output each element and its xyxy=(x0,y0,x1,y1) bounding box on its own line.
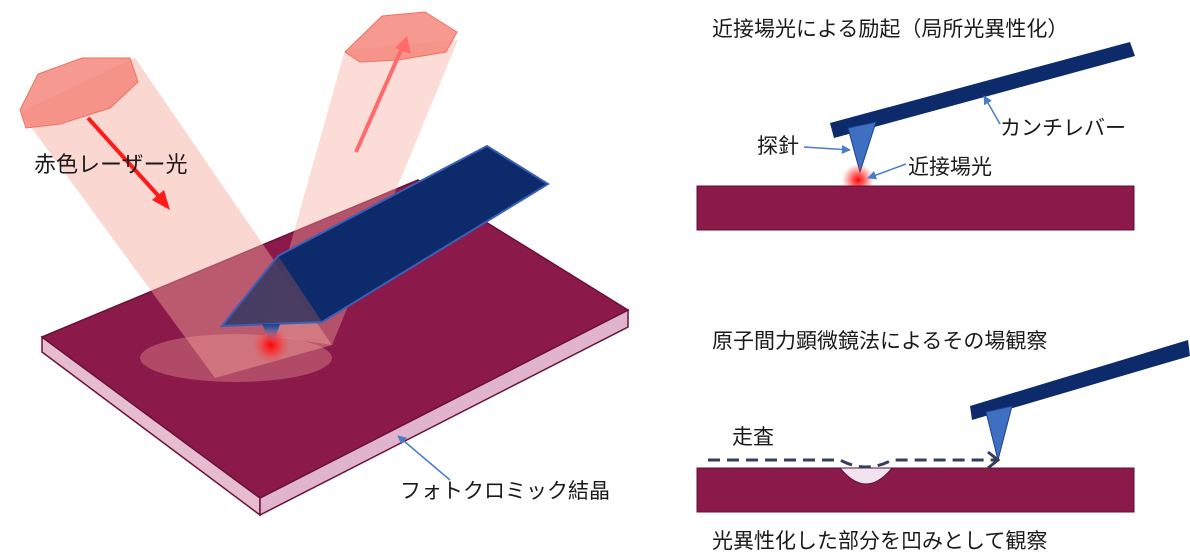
photochromic-crystal xyxy=(40,179,630,517)
probe-label: 探針 xyxy=(757,134,799,158)
probe-callout xyxy=(803,144,851,154)
near-field-label: 近接場光 xyxy=(908,155,992,179)
red-laser-label: 赤色レーザー光 xyxy=(34,153,188,178)
afm-cantilever xyxy=(970,340,1190,420)
crystal-label: フォトクロミック結晶 xyxy=(400,479,610,503)
left-3d-scene: 赤色レーザー光 フォトクロミック結晶 xyxy=(19,11,630,517)
excitation-title: 近接場光による励起（局所光異性化） xyxy=(712,17,1068,41)
sample-top xyxy=(696,185,1135,231)
near-field-callout xyxy=(867,163,907,180)
cantilever-callout xyxy=(983,95,1001,125)
observation-label: 光異性化した部分を凹みとして観察 xyxy=(712,529,1047,553)
beam-direction-arrows xyxy=(86,36,411,210)
cantilever-label: カンチレバー xyxy=(1000,116,1126,140)
crystal-callout-arrow xyxy=(397,435,451,481)
scan-path xyxy=(708,458,996,469)
isomerized-depression xyxy=(838,467,894,485)
excitation-panel: 近接場光による励起（局所光異性化） 探針 カンチレバー 近接場光 xyxy=(696,17,1135,231)
afm-sample xyxy=(696,467,1135,513)
afm-probe xyxy=(985,405,1013,461)
afm-title: 原子間力顕微鏡法によるその場観察 xyxy=(712,329,1047,353)
afm-panel: 原子間力顕微鏡法によるその場観察 走査 光異性化した部分を凹みとして観察 xyxy=(696,329,1190,553)
probe-side xyxy=(847,121,877,174)
cantilever-side xyxy=(830,42,1135,138)
scan-label: 走査 xyxy=(732,425,774,449)
near-field-glow-3d xyxy=(253,327,289,363)
